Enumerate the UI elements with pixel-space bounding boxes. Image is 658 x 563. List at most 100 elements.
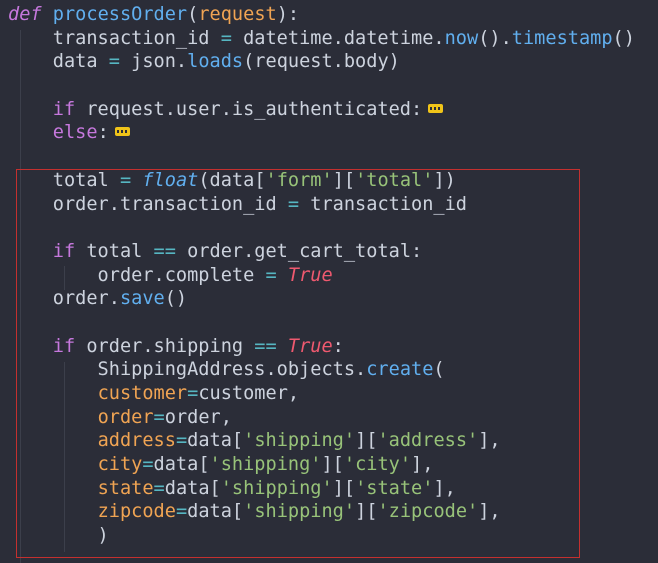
- code-token: ShippingAddress.objects.: [8, 359, 367, 381]
- indent-guide: [64, 266, 65, 290]
- code-token: :: [97, 122, 109, 144]
- code-line[interactable]: ): [8, 524, 635, 548]
- code-line[interactable]: [8, 74, 635, 98]
- code-token: data[: [187, 501, 244, 523]
- code-line[interactable]: order.complete = True: [8, 264, 635, 288]
- code-token: (): [164, 288, 188, 310]
- code-token: if: [52, 335, 76, 357]
- fold-ellipsis-icon[interactable]: [428, 103, 444, 113]
- code-line[interactable]: order.save(): [8, 287, 635, 311]
- code-token: [8, 454, 98, 475]
- code-line[interactable]: data = json.loads(request.body): [8, 50, 635, 74]
- code-token: data: [8, 51, 109, 73]
- code-token: order.complete: [8, 264, 266, 286]
- code-token: order,: [164, 406, 232, 428]
- code-token: else: [52, 122, 98, 144]
- code-token: [277, 265, 288, 286]
- code-line[interactable]: [8, 311, 635, 335]
- code-token: datetime.datetime.: [231, 27, 445, 49]
- code-token: =: [175, 501, 188, 523]
- code-line[interactable]: else:: [8, 121, 635, 145]
- indent-guide: [64, 362, 65, 552]
- code-token: [8, 478, 98, 499]
- code-line[interactable]: city=data['shipping']['city'],: [8, 453, 635, 477]
- code-token: =: [265, 264, 277, 286]
- code-token: city: [97, 454, 143, 476]
- code-token: =: [175, 430, 188, 452]
- code-token: order.transaction_id: [8, 193, 288, 215]
- code-token: zipcode: [97, 501, 176, 523]
- code-token: customer: [97, 383, 188, 404]
- code-token: data[: [153, 454, 210, 476]
- code-token: 'form': [265, 169, 333, 191]
- code-token: def: [8, 4, 42, 25]
- code-token: [8, 122, 53, 143]
- code-token: order.: [8, 288, 120, 310]
- code-line[interactable]: if order.shipping == True:: [8, 335, 635, 359]
- code-line[interactable]: order.transaction_id = transaction_id: [8, 193, 635, 217]
- code-token: 'state': [355, 477, 434, 499]
- code-token: [8, 336, 53, 357]
- code-token: order.shipping: [75, 335, 255, 357]
- code-token: ],: [433, 477, 456, 499]
- code-line[interactable]: if total == order.get_cart_total:: [8, 240, 635, 264]
- code-token: ==: [254, 335, 277, 357]
- code-token: 'total': [355, 169, 434, 191]
- code-line[interactable]: def processOrder(request):: [8, 3, 635, 27]
- code-token: if: [52, 98, 76, 120]
- code-token: now: [444, 27, 479, 49]
- code-token: create: [366, 359, 434, 381]
- code-token: order: [97, 406, 154, 428]
- code-token: ][: [355, 430, 378, 452]
- code-token: transaction_id: [8, 27, 221, 49]
- code-token: =: [153, 477, 165, 499]
- code-line[interactable]: if request.user.is_authenticated:: [8, 98, 635, 122]
- code-token: 'shipping': [209, 454, 322, 476]
- code-token: True: [287, 264, 333, 286]
- code-token: ][: [355, 501, 378, 523]
- code-token: =: [153, 406, 165, 428]
- code-line[interactable]: customer=customer,: [8, 382, 635, 406]
- code-line[interactable]: [8, 145, 635, 169]
- code-line[interactable]: address=data['shipping']['address'],: [8, 429, 635, 453]
- code-line[interactable]: total = float(data['form']['total']): [8, 169, 635, 193]
- code-token: 'address': [377, 430, 479, 452]
- code-token: save: [119, 288, 165, 310]
- fold-ellipsis-icon[interactable]: [114, 127, 130, 137]
- code-line[interactable]: zipcode=data['shipping']['zipcode'],: [8, 500, 635, 524]
- indent-guide: [20, 30, 21, 563]
- code-content[interactable]: def processOrder(request): transaction_i…: [8, 3, 635, 548]
- code-token: customer,: [198, 383, 300, 404]
- code-token: data[: [164, 477, 221, 499]
- code-token: True: [287, 335, 333, 357]
- code-token: total: [8, 169, 120, 191]
- code-token: ],: [411, 454, 434, 476]
- code-line[interactable]: transaction_id = datetime.datetime.now()…: [8, 27, 635, 51]
- code-token: [8, 241, 53, 262]
- code-token: 'shipping': [220, 477, 333, 499]
- code-token: (: [187, 4, 199, 25]
- code-token: ==: [153, 240, 176, 262]
- code-token: =: [187, 383, 199, 404]
- code-line[interactable]: order=order,: [8, 406, 635, 430]
- code-token: (: [433, 359, 445, 381]
- code-line[interactable]: state=data['shipping']['state'],: [8, 477, 635, 501]
- code-token: total: [75, 240, 154, 262]
- code-line[interactable]: ShippingAddress.objects.create(: [8, 358, 635, 382]
- code-token: =: [287, 193, 300, 215]
- code-token: ][: [332, 169, 356, 191]
- code-token: [8, 407, 98, 428]
- code-token: =: [108, 51, 120, 73]
- code-token: if: [52, 240, 76, 262]
- code-token: float: [142, 169, 199, 191]
- code-token: =: [220, 27, 232, 49]
- code-token: [42, 4, 53, 25]
- code-token: [277, 336, 288, 357]
- code-token: state: [97, 477, 154, 499]
- code-token: 'zipcode': [377, 501, 479, 523]
- code-token: (data[: [198, 169, 266, 191]
- code-token: [8, 99, 53, 120]
- code-line[interactable]: [8, 216, 635, 240]
- code-token: order.get_cart_total:: [175, 240, 423, 262]
